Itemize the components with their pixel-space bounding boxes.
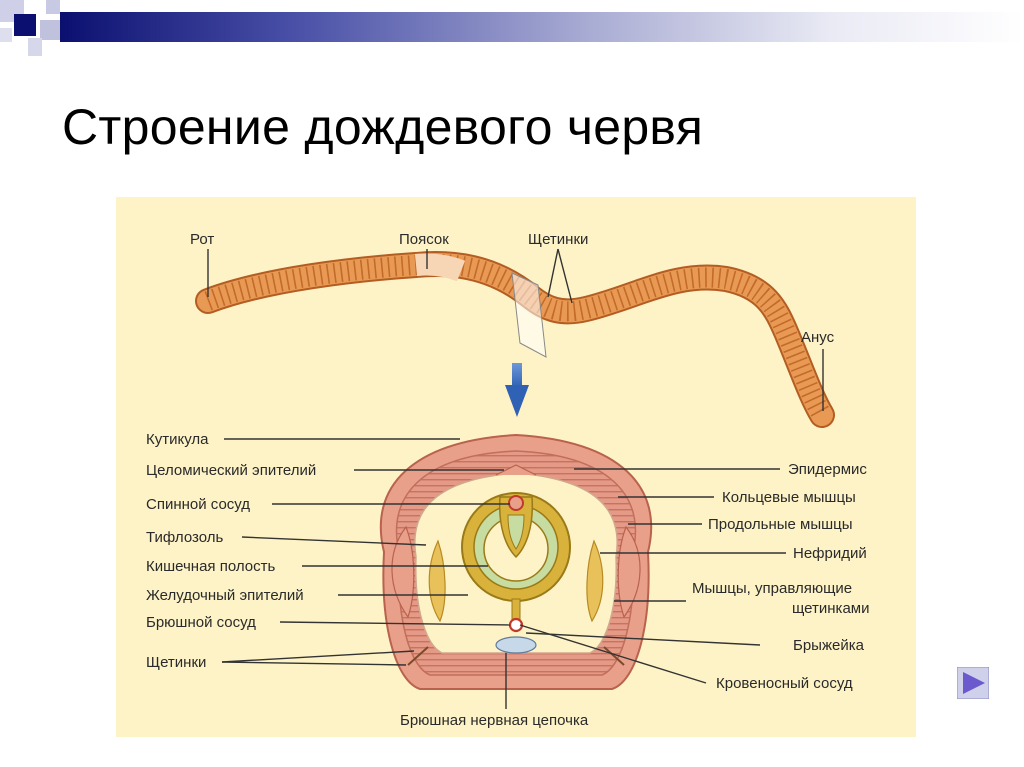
worm-body: [195, 251, 835, 428]
label-cuticle: Кутикула: [146, 431, 209, 448]
label-blood-vessel: Кровеносный сосуд: [716, 675, 853, 692]
label-gut-cavity: Кишечная полость: [146, 558, 275, 575]
label-setae-muscles-line1: Мышцы, управляющие: [692, 580, 852, 597]
label-dorsal-vessel: Спинной сосуд: [146, 496, 250, 513]
label-setae-top: Щетинки: [528, 231, 588, 248]
label-ventral-vessel: Брюшной сосуд: [146, 614, 256, 631]
section-plane: [511, 272, 547, 358]
label-mouth: Рот: [190, 231, 214, 248]
label-typhlosole: Тифлозоль: [146, 529, 223, 546]
girdle-segment: [414, 253, 466, 282]
label-gastric-epithelium: Желудочный эпителий: [146, 587, 304, 604]
slide-title: Строение дождевого червя: [62, 99, 704, 155]
cross-section: [379, 433, 653, 690]
label-coelomic-epithelium: Целомический эпителий: [146, 462, 316, 479]
next-slide-button[interactable]: [956, 666, 990, 700]
label-longitudinal-muscles: Продольные мышцы: [708, 516, 853, 533]
label-mesentery: Брыжейка: [793, 637, 865, 654]
play-triangle-icon: [956, 666, 990, 700]
corner-decor: [0, 0, 80, 60]
label-circular-muscles: Кольцевые мышцы: [722, 489, 856, 506]
earthworm-diagram: Рот Поясок Щетинки Анус: [146, 231, 869, 729]
label-anus: Анус: [801, 329, 835, 346]
label-setae-muscles-line2: щетинками: [792, 600, 869, 617]
top-decor-bar: [60, 12, 1024, 42]
label-nephridium: Нефридий: [793, 545, 867, 562]
label-girdle: Поясок: [399, 231, 449, 248]
diagram-panel: Рот Поясок Щетинки Анус: [116, 197, 916, 737]
label-ventral-nerve-cord: Брюшная нервная цепочка: [400, 712, 589, 729]
label-setae-section: Щетинки: [146, 654, 206, 671]
label-epidermis: Эпидермис: [788, 461, 867, 478]
down-arrow-icon: [505, 363, 529, 417]
